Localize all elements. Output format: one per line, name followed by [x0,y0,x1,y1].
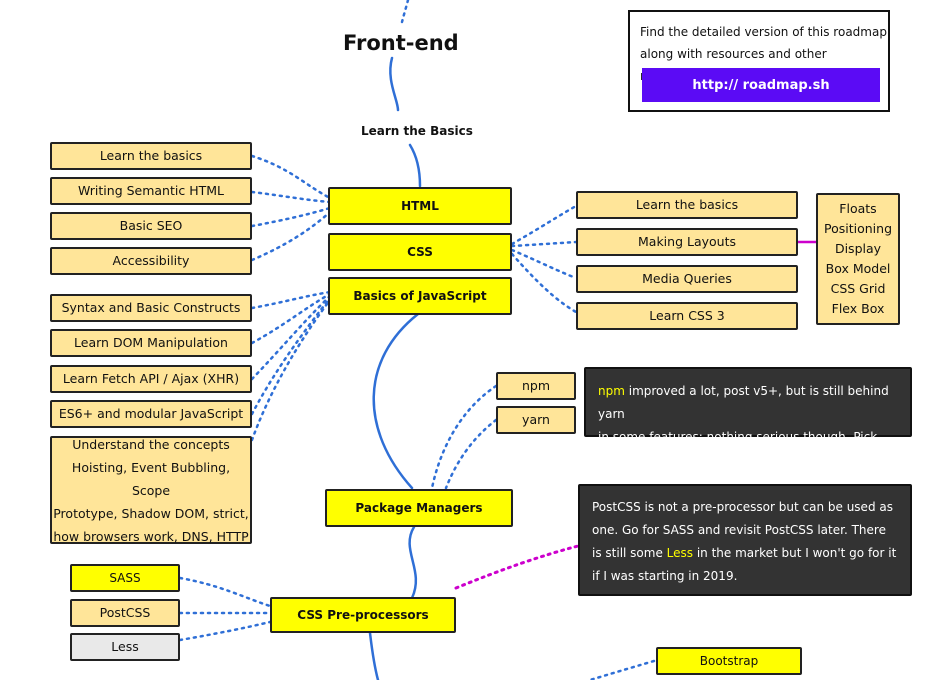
js-concepts-line1: Understand the concepts [72,436,230,452]
preproc-sass[interactable]: SASS [70,564,180,592]
dot-bootstrap [588,659,656,680]
dot-html-2 [250,190,332,204]
layout-flex-box[interactable]: Flex Box [831,301,885,316]
spine-top [389,56,400,112]
html-topic-basic-seo[interactable]: Basic SEO [50,212,252,240]
postcss-note-line2: one. Go for SASS and revisit PostCSS lat… [592,523,886,537]
postcss-note-line3-pre: is still some [592,546,667,560]
html-topic-accessibility[interactable]: Accessibility [50,247,252,275]
roadmap-link-button[interactable]: http:// roadmap.sh [642,68,880,102]
node-css-preprocessors[interactable]: CSS Pre-processors [270,597,456,633]
node-package-managers[interactable]: Package Managers [325,489,513,527]
dot-css-2 [510,240,578,248]
postcss-note-line1: PostCSS is not a pre-processor but can b… [592,500,893,514]
js-topic-dom[interactable]: Learn DOM Manipulation [50,329,252,357]
roadmap-title: Front-end [343,31,459,55]
js-topic-syntax[interactable]: Syntax and Basic Constructs [50,294,252,322]
pkg-yarn[interactable]: yarn [496,406,576,434]
dot-yarn [444,418,498,490]
npm-note-line2: in some features; nothing serious though… [598,430,878,467]
pkg-npm[interactable]: npm [496,372,576,400]
css-topic-learn-basics[interactable]: Learn the basics [576,191,798,219]
node-bootstrap[interactable]: Bootstrap [656,647,802,675]
spine-js-pkg [372,312,420,490]
dot-js-5 [250,298,332,442]
js-topic-fetch[interactable]: Learn Fetch API / Ajax (XHR) [50,365,252,393]
dot-css-3 [510,248,578,280]
dot-html-4 [250,210,332,262]
spine-basics-html [408,143,422,188]
npm-note-line1: npm improved a lot, post v5+, but is sti… [598,380,898,426]
dot-css-1 [510,204,578,246]
css-topic-media-queries[interactable]: Media Queries [576,265,798,293]
js-concepts-box[interactable]: Understand the concepts Hoisting, Event … [50,436,252,544]
promo-box: Find the detailed version of this roadma… [628,10,890,112]
dot-js-3 [250,294,332,381]
dot-less [178,620,272,642]
node-javascript[interactable]: Basics of JavaScript [328,277,512,315]
js-topic-es6[interactable]: ES6+ and modular JavaScript [50,400,252,428]
html-topic-learn-basics[interactable]: Learn the basics [50,142,252,170]
dot-js-4 [250,296,332,416]
spine-pkg-pre [408,525,418,600]
node-html[interactable]: HTML [328,187,512,225]
js-concepts-line2: Hoisting, Event Bubbling, Scope [71,459,231,498]
dot-html-3 [250,206,332,228]
dot-top [400,0,410,24]
spine-bottom [368,631,380,680]
node-css[interactable]: CSS [328,233,512,271]
dot-js-1 [250,290,332,310]
npm-note: npm improved a lot, post v5+, but is sti… [584,367,912,467]
promo-text-line1: Find the detailed version of this roadma… [640,25,887,39]
postcss-note: PostCSS is not a pre-processor but can b… [578,484,912,596]
dot-npm [430,384,498,490]
npm-note-line1-rest: improved a lot, post v5+, but is still b… [598,384,889,421]
css-topic-making-layouts[interactable]: Making Layouts [576,228,798,256]
postcss-note-line4: if I was starting in 2019. [592,569,738,583]
js-concepts-line3: Prototype, Shadow DOM, strict, [53,505,249,521]
postcss-note-highlight: Less [666,546,694,560]
dot-css-4 [510,252,578,314]
layout-display[interactable]: Display [834,241,882,256]
postcss-note-link [454,544,580,590]
js-concepts-line4: how browsers work, DNS, HTTP [53,528,249,544]
npm-note-highlight: npm [598,384,625,398]
html-topic-semantic-html[interactable]: Writing Semantic HTML [50,177,252,205]
preproc-postcss[interactable]: PostCSS [70,599,180,627]
postcss-note-line3-post: in the market but I won't go for it [693,546,897,560]
roadmap-subtitle: Learn the Basics [361,124,473,138]
postcss-note-line3: is still some Less in the market but I w… [592,542,898,565]
preproc-less[interactable]: Less [70,633,180,661]
layout-positioning[interactable]: Positioning [824,221,892,236]
dot-html-1 [250,154,332,200]
layout-box-model[interactable]: Box Model [825,261,891,276]
css-topic-css3[interactable]: Learn CSS 3 [576,302,798,330]
layout-topics-list: Floats Positioning Display Box Model CSS… [816,193,900,325]
dot-js-2 [250,292,332,345]
layout-css-grid[interactable]: CSS Grid [830,281,886,296]
dot-sass [178,576,272,608]
layout-floats[interactable]: Floats [839,201,877,216]
